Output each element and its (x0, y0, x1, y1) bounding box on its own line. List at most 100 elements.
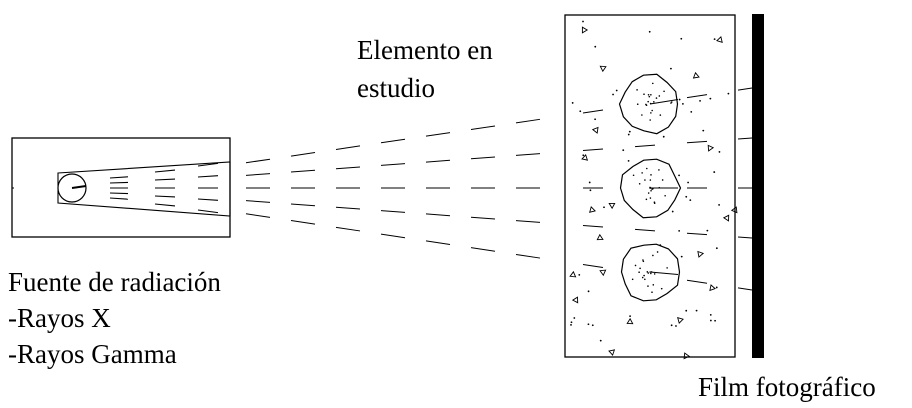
ray-dash (380, 138, 406, 144)
aggregate-dot (612, 93, 614, 96)
defect-dot (650, 94, 652, 96)
aggregate-dot (570, 321, 573, 324)
aggregate-dot (727, 92, 730, 95)
defect-dot (644, 278, 646, 281)
aggregate-dot (702, 129, 705, 132)
specimen-block (564, 14, 736, 358)
defect-dot (641, 172, 643, 174)
ray-dash (515, 118, 541, 124)
photographic-film (752, 14, 764, 358)
ray-dash (425, 213, 451, 217)
aggregate-dot (587, 290, 590, 293)
defect-dot (641, 114, 643, 116)
aggregate-dot (699, 99, 701, 102)
beam-dash (197, 162, 219, 167)
aggregate-dot (718, 204, 720, 206)
ray-dash (686, 140, 708, 144)
aggregate-dot (628, 130, 631, 133)
defect-dot (638, 182, 641, 185)
aggregate-triangle (608, 202, 616, 210)
aggregate-dot (685, 309, 688, 312)
defect-dot (638, 271, 640, 274)
aggregate-dot (718, 151, 721, 153)
defect-dot (642, 260, 645, 263)
defect-dot (647, 94, 650, 96)
aggregate-triangle (571, 296, 579, 304)
aggregate-dot (675, 325, 677, 327)
ray-dash (290, 169, 316, 173)
ray-dash (335, 206, 361, 210)
aggregate-triangle (599, 65, 607, 73)
aggregate-triangle (709, 284, 716, 292)
aggregate-dot (594, 45, 597, 48)
beam-dash (197, 209, 219, 214)
aggregate-dot (582, 154, 585, 157)
aggregate-dot (579, 110, 582, 113)
ray-dash (290, 203, 316, 207)
defect-dot (645, 104, 648, 107)
defect-dot (666, 267, 668, 269)
beam-dash (109, 192, 129, 195)
ray-dash (686, 232, 708, 236)
ray-dash (582, 148, 604, 151)
element-label-line1: Elemento en (357, 35, 493, 65)
defect-dot (639, 267, 641, 270)
aggregate-dot (629, 315, 631, 318)
defect-dot (650, 272, 652, 275)
emitter-pointer (71, 185, 87, 189)
ray-dash (290, 220, 316, 225)
ray-dash (425, 132, 451, 137)
defect-dot (659, 114, 662, 116)
aggregate-triangle (599, 269, 607, 277)
ray-dash (470, 125, 496, 131)
ray-dash (686, 279, 708, 284)
ray-dash (582, 109, 604, 114)
defect-dot (658, 169, 660, 171)
defect-dot (651, 291, 653, 294)
defect-dot (648, 95, 651, 98)
defect-dot (653, 201, 656, 203)
film-label: Film fotográfico (698, 372, 876, 402)
defect-dot (650, 189, 652, 192)
aggregate-triangle (608, 349, 616, 356)
aggregate-triangle (692, 71, 700, 79)
defect-dot (636, 103, 639, 105)
defect-dot (645, 167, 648, 170)
specimen-aggregates (569, 26, 738, 360)
defect-dot (647, 272, 650, 274)
aggregate-dot (714, 319, 716, 322)
defect-dot (645, 198, 648, 201)
aggregate-dot (680, 37, 683, 40)
aggregate-triangle (697, 250, 705, 258)
ray-dash (515, 153, 541, 156)
defect-dot (649, 179, 652, 181)
beam-dash (154, 195, 176, 198)
defect-dot (661, 179, 664, 181)
defect-dot (653, 101, 655, 103)
beam-dash (154, 178, 176, 181)
defect-dot (632, 174, 635, 177)
defect-dot (642, 259, 644, 261)
defect-dot (658, 95, 661, 97)
aggregate-dot (678, 229, 681, 232)
defect-dot (643, 274, 645, 277)
aggregate-dot (678, 98, 681, 101)
aggregate-triangle (569, 270, 577, 278)
defect-dot (663, 90, 665, 93)
aggregate-triangle (626, 317, 634, 325)
ray-dash (470, 247, 496, 252)
beam-dash (109, 181, 129, 184)
aggregate-dot (685, 195, 688, 198)
aggregate-triangle (677, 317, 684, 324)
aggregate-dot (709, 97, 712, 100)
defect-dot (653, 273, 656, 275)
beam-dashes (109, 162, 219, 214)
element-label-line2: estudio (357, 73, 435, 103)
aggregate-dot (589, 189, 592, 192)
aggregate-dot (689, 199, 692, 202)
beam-dash (197, 198, 219, 201)
aggregate-dot (615, 89, 618, 92)
ray-dash (245, 213, 271, 218)
ray-dash (582, 264, 604, 269)
